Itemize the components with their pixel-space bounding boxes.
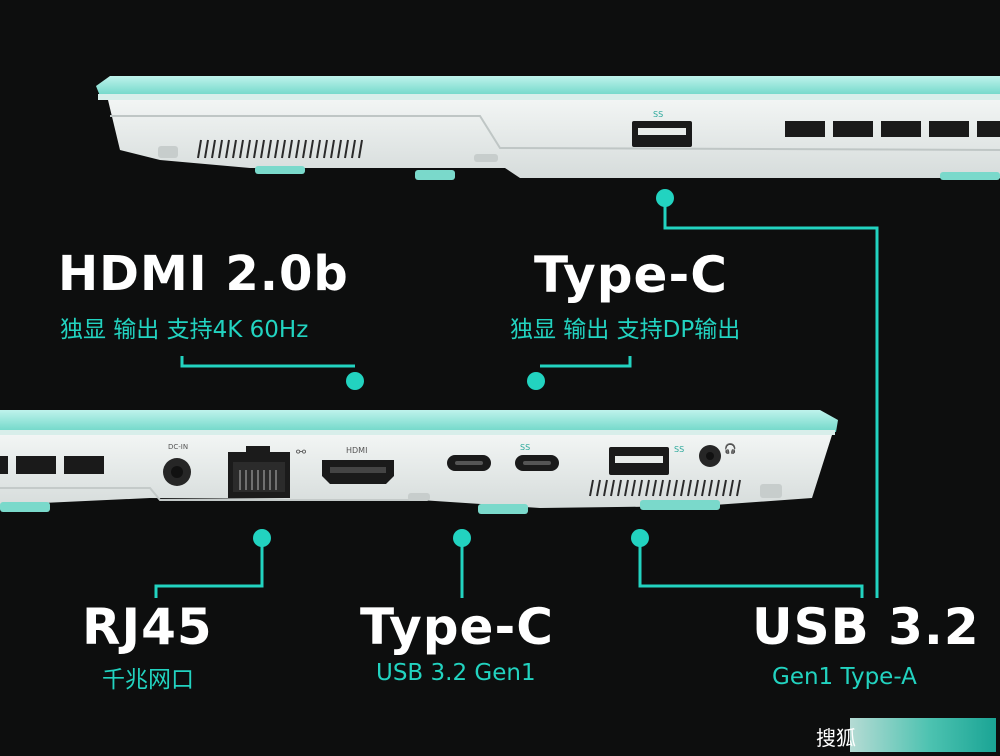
vent-slot xyxy=(729,479,734,497)
vent-slot xyxy=(736,479,741,497)
callout-dots xyxy=(253,189,674,547)
vent-slot xyxy=(295,139,300,159)
vent-slot xyxy=(197,139,202,159)
usb-callout-line xyxy=(638,540,864,598)
vent-slot xyxy=(638,479,643,497)
dc-in-label: DC-IN xyxy=(168,443,188,451)
rj45-callout-line xyxy=(154,540,264,598)
vent-slot xyxy=(288,139,293,159)
vent-slot xyxy=(673,479,678,497)
network-icon: ⚯ xyxy=(296,445,306,459)
vent-slot xyxy=(309,139,314,159)
vent-slot xyxy=(267,139,272,159)
vent-slot xyxy=(666,479,671,497)
typec-top-callout-line xyxy=(540,356,632,368)
chassis-top xyxy=(108,100,1000,178)
vent-slot xyxy=(715,479,720,497)
vent-grille-bottom-left xyxy=(0,456,104,474)
watermark-text: 搜狐 xyxy=(816,725,856,750)
usb-top-callout-line xyxy=(663,200,879,598)
hdmi-title: HDMI 2.0b xyxy=(58,246,349,302)
typec-bottom-dot xyxy=(453,529,471,547)
vent-slot xyxy=(596,479,601,497)
rj45-subtitle: 千兆网口 xyxy=(102,667,194,693)
vent-slot xyxy=(218,139,223,159)
hdmi-port: HDMI xyxy=(322,446,394,484)
vent-slot xyxy=(211,139,216,159)
lid-edge-top xyxy=(96,76,1000,96)
ss-logo-typec: SS xyxy=(520,443,530,452)
vent-slot xyxy=(603,479,608,497)
vent-slot xyxy=(253,139,258,159)
vent-slot xyxy=(225,139,230,159)
usb-a-port-top: SS xyxy=(632,110,692,147)
ss-logo-top: SS xyxy=(653,110,663,119)
usb-title: USB 3.2 xyxy=(752,598,980,656)
audio-jack: 🎧 xyxy=(699,442,736,467)
vent-slot xyxy=(645,479,650,497)
hdmi-subtitle: 独显 输出 支持4K 60Hz xyxy=(60,317,309,343)
vent-slot xyxy=(624,479,629,497)
rj45-dot xyxy=(253,529,271,547)
laptop-right-side: SS xyxy=(96,76,1000,180)
callout-lines xyxy=(154,200,879,598)
vent-slot xyxy=(246,139,251,159)
hdmi-dot xyxy=(346,372,364,390)
vent-grille-right xyxy=(785,121,1000,137)
vent-slot xyxy=(631,479,636,497)
vent-slot xyxy=(694,479,699,497)
vent-slot xyxy=(351,139,356,159)
usb-dot xyxy=(631,529,649,547)
rj45-title: RJ45 xyxy=(82,598,213,656)
vent-slot xyxy=(316,139,321,159)
vent-slot xyxy=(274,139,279,159)
vent-slot xyxy=(344,139,349,159)
hdmi-callout-line xyxy=(180,356,355,368)
vent-grille-bottom-right xyxy=(589,479,741,497)
rj45-port: ⚯ xyxy=(228,445,306,498)
vent-grille-left xyxy=(197,139,363,159)
vent-slot xyxy=(610,479,615,497)
dc-in-port: DC-IN xyxy=(163,443,191,486)
vent-slot xyxy=(652,479,657,497)
vent-slot xyxy=(330,139,335,159)
vent-slot xyxy=(323,139,328,159)
lid-edge-bottom xyxy=(0,410,838,432)
vent-slot xyxy=(358,139,363,159)
vent-slot xyxy=(722,479,727,497)
vent-slot xyxy=(687,479,692,497)
vent-slot xyxy=(659,479,664,497)
vent-slot xyxy=(260,139,265,159)
vent-slot xyxy=(701,479,706,497)
vent-slot xyxy=(281,139,286,159)
usb-top-dot xyxy=(656,189,674,207)
vent-slot xyxy=(680,479,685,497)
vent-slot xyxy=(708,479,713,497)
ss-logo-usb: SS xyxy=(674,445,684,454)
vent-slot xyxy=(232,139,237,159)
vent-slot xyxy=(204,139,209,159)
vent-slot xyxy=(589,479,594,497)
hdmi-logo: HDMI xyxy=(346,446,367,455)
type-c-port-1 xyxy=(447,455,491,471)
vent-slot xyxy=(239,139,244,159)
vent-slot xyxy=(302,139,307,159)
typec-top-subtitle: 独显 输出 支持DP输出 xyxy=(510,317,741,343)
typec-bottom-title: Type-C xyxy=(360,598,554,656)
typec-top-title: Type-C xyxy=(534,246,728,304)
headphone-icon: 🎧 xyxy=(724,442,736,455)
usb-a-port-bottom: SS xyxy=(609,445,684,475)
vent-slot xyxy=(617,479,622,497)
watermark: 搜狐 xyxy=(810,716,1000,756)
typec-top-dot xyxy=(527,372,545,390)
laptop-left-side: DC-IN ⚯ HDMI SS xyxy=(0,410,838,514)
typec-bottom-subtitle: USB 3.2 Gen1 xyxy=(376,660,536,686)
vent-slot xyxy=(337,139,342,159)
usb-subtitle: Gen1 Type-A xyxy=(772,664,917,690)
type-c-port-2: SS xyxy=(515,443,559,471)
